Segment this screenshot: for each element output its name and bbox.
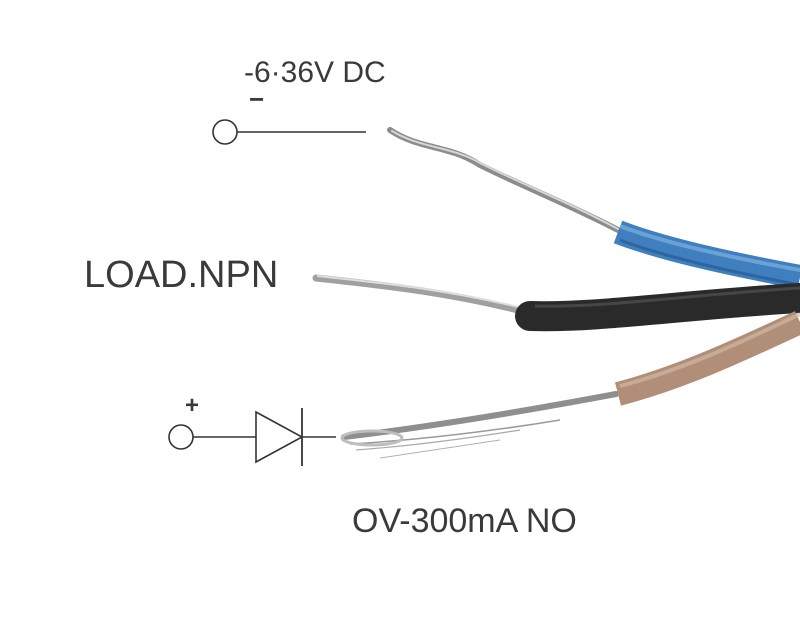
brown-wire-insulation: [614, 311, 800, 406]
blue-wire-insulation: [613, 220, 800, 289]
diode-triangle: [255, 410, 304, 464]
load-npn-label: LOAD.NPN: [84, 254, 279, 296]
black-wire: [312, 274, 800, 332]
blue-wire: [387, 127, 800, 289]
positive-terminal-circle: [168, 424, 194, 450]
black-wire-insulation: [515, 283, 800, 332]
supply-voltage-label: -6·36V DC: [244, 56, 386, 89]
brown-wire: [340, 311, 800, 459]
positive-sign-label: +: [185, 392, 200, 419]
negative-terminal-circle: [212, 119, 238, 145]
output-rating-label: OV-300mA NO: [352, 502, 577, 540]
black-wire-conductor: [312, 274, 534, 317]
brown-wire-conductor: [341, 391, 619, 440]
negative-sign-label: −: [249, 84, 265, 114]
